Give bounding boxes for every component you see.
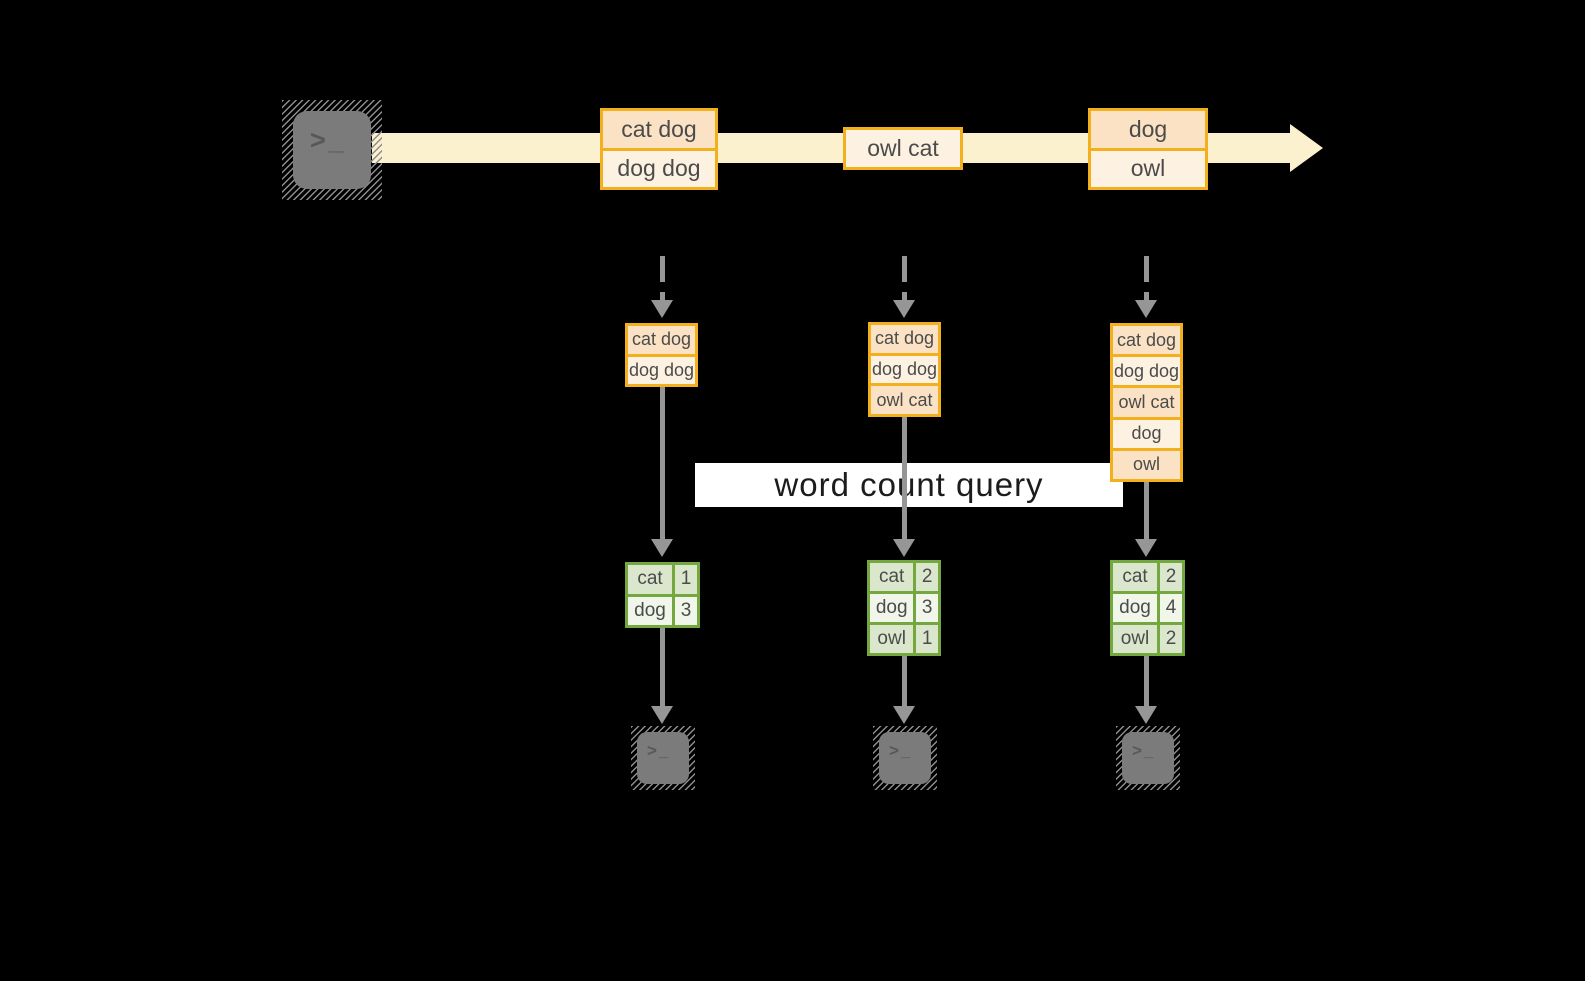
query-arrow-head-2 bbox=[893, 539, 915, 557]
result-count-cell: 3 bbox=[916, 594, 938, 622]
query-arrow-head-1 bbox=[651, 539, 673, 557]
dashed-arrow-head-1 bbox=[651, 300, 673, 318]
output-arrow-shaft-2 bbox=[902, 656, 907, 706]
input-snapshot-2: cat dog dog dog owl cat bbox=[868, 322, 941, 417]
terminal-prompt-icon: >_ bbox=[889, 741, 913, 760]
result-count-cell: 2 bbox=[916, 563, 938, 591]
stream-event-box-2: owl cat bbox=[843, 127, 963, 170]
snapshot-line: owl cat bbox=[1113, 388, 1180, 417]
query-arrow-head-3 bbox=[1135, 539, 1157, 557]
result-table-3: cat 2 dog 4 owl 2 bbox=[1110, 560, 1185, 656]
table-row: owl 1 bbox=[870, 625, 938, 653]
table-row: dog 3 bbox=[870, 594, 938, 622]
dashed-arrow-head-2 bbox=[893, 300, 915, 318]
stream-arrow-head-icon bbox=[1290, 124, 1323, 172]
dashed-arrow-head-3 bbox=[1135, 300, 1157, 318]
query-arrow-shaft-2 bbox=[902, 417, 907, 539]
result-count-cell: 1 bbox=[916, 625, 938, 653]
terminal-prompt-icon: >_ bbox=[310, 125, 347, 155]
table-row: cat 2 bbox=[870, 563, 938, 591]
output-terminal-icon-2: >_ bbox=[873, 726, 937, 790]
result-count-cell: 1 bbox=[675, 565, 697, 594]
source-terminal-icon: >_ bbox=[282, 100, 382, 200]
result-count-cell: 4 bbox=[1160, 594, 1182, 622]
terminal-screen: >_ bbox=[1122, 732, 1174, 784]
table-row: cat 1 bbox=[628, 565, 697, 594]
result-count-cell: 2 bbox=[1160, 563, 1182, 591]
result-word-cell: owl bbox=[1113, 625, 1157, 653]
result-word-cell: cat bbox=[628, 565, 672, 594]
dashed-arrow-shaft-1 bbox=[660, 256, 665, 300]
result-word-cell: dog bbox=[870, 594, 914, 622]
query-arrow-shaft-3 bbox=[1144, 482, 1149, 539]
snapshot-line: cat dog bbox=[628, 326, 695, 354]
stream-event-line: owl bbox=[1091, 150, 1205, 187]
result-count-cell: 3 bbox=[675, 596, 697, 625]
output-arrow-shaft-1 bbox=[660, 628, 665, 706]
result-word-cell: cat bbox=[1113, 563, 1157, 591]
stream-event-line: cat dog bbox=[603, 111, 715, 148]
output-terminal-icon-1: >_ bbox=[631, 726, 695, 790]
snapshot-line: cat dog bbox=[871, 325, 938, 353]
query-label-banner: word count query bbox=[695, 463, 1123, 507]
result-table-1: cat 1 dog 3 bbox=[625, 562, 700, 628]
terminal-prompt-icon: >_ bbox=[1132, 741, 1156, 760]
snapshot-line: dog dog bbox=[1113, 357, 1180, 386]
snapshot-line: owl bbox=[1113, 450, 1180, 480]
snapshot-line: dog dog bbox=[871, 355, 938, 384]
output-arrow-head-2 bbox=[893, 706, 915, 724]
input-snapshot-1: cat dog dog dog bbox=[625, 323, 698, 387]
terminal-screen: >_ bbox=[879, 732, 931, 784]
query-arrow-shaft-1 bbox=[660, 387, 665, 539]
input-snapshot-3: cat dog dog dog owl cat dog owl bbox=[1110, 323, 1183, 482]
dashed-arrow-shaft-2 bbox=[902, 256, 907, 300]
output-arrow-head-1 bbox=[651, 706, 673, 724]
output-arrow-head-3 bbox=[1135, 706, 1157, 724]
snapshot-line: dog dog bbox=[628, 356, 695, 384]
dashed-arrow-shaft-3 bbox=[1144, 256, 1149, 300]
terminal-screen: >_ bbox=[293, 111, 371, 189]
result-table-2: cat 2 dog 3 owl 1 bbox=[867, 560, 941, 656]
table-row: dog 3 bbox=[628, 596, 697, 625]
result-word-cell: dog bbox=[628, 596, 672, 625]
table-row: dog 4 bbox=[1113, 594, 1182, 622]
output-arrow-shaft-3 bbox=[1144, 656, 1149, 706]
result-count-cell: 2 bbox=[1160, 625, 1182, 653]
stream-event-line: owl cat bbox=[846, 130, 960, 167]
query-label: word count query bbox=[774, 466, 1044, 503]
terminal-screen: >_ bbox=[637, 732, 689, 784]
stream-event-line: dog dog bbox=[603, 150, 715, 187]
snapshot-line: owl cat bbox=[871, 386, 938, 415]
table-row: cat 2 bbox=[1113, 563, 1182, 591]
stream-event-box-1: cat dog dog dog bbox=[600, 108, 718, 190]
result-word-cell: dog bbox=[1113, 594, 1157, 622]
terminal-prompt-icon: >_ bbox=[647, 741, 671, 760]
snapshot-line: dog bbox=[1113, 419, 1180, 448]
table-row: owl 2 bbox=[1113, 625, 1182, 653]
stream-event-box-3: dog owl bbox=[1088, 108, 1208, 190]
result-word-cell: cat bbox=[870, 563, 914, 591]
result-word-cell: owl bbox=[870, 625, 914, 653]
stream-event-line: dog bbox=[1091, 111, 1205, 148]
snapshot-line: cat dog bbox=[1113, 326, 1180, 355]
output-terminal-icon-3: >_ bbox=[1116, 726, 1180, 790]
